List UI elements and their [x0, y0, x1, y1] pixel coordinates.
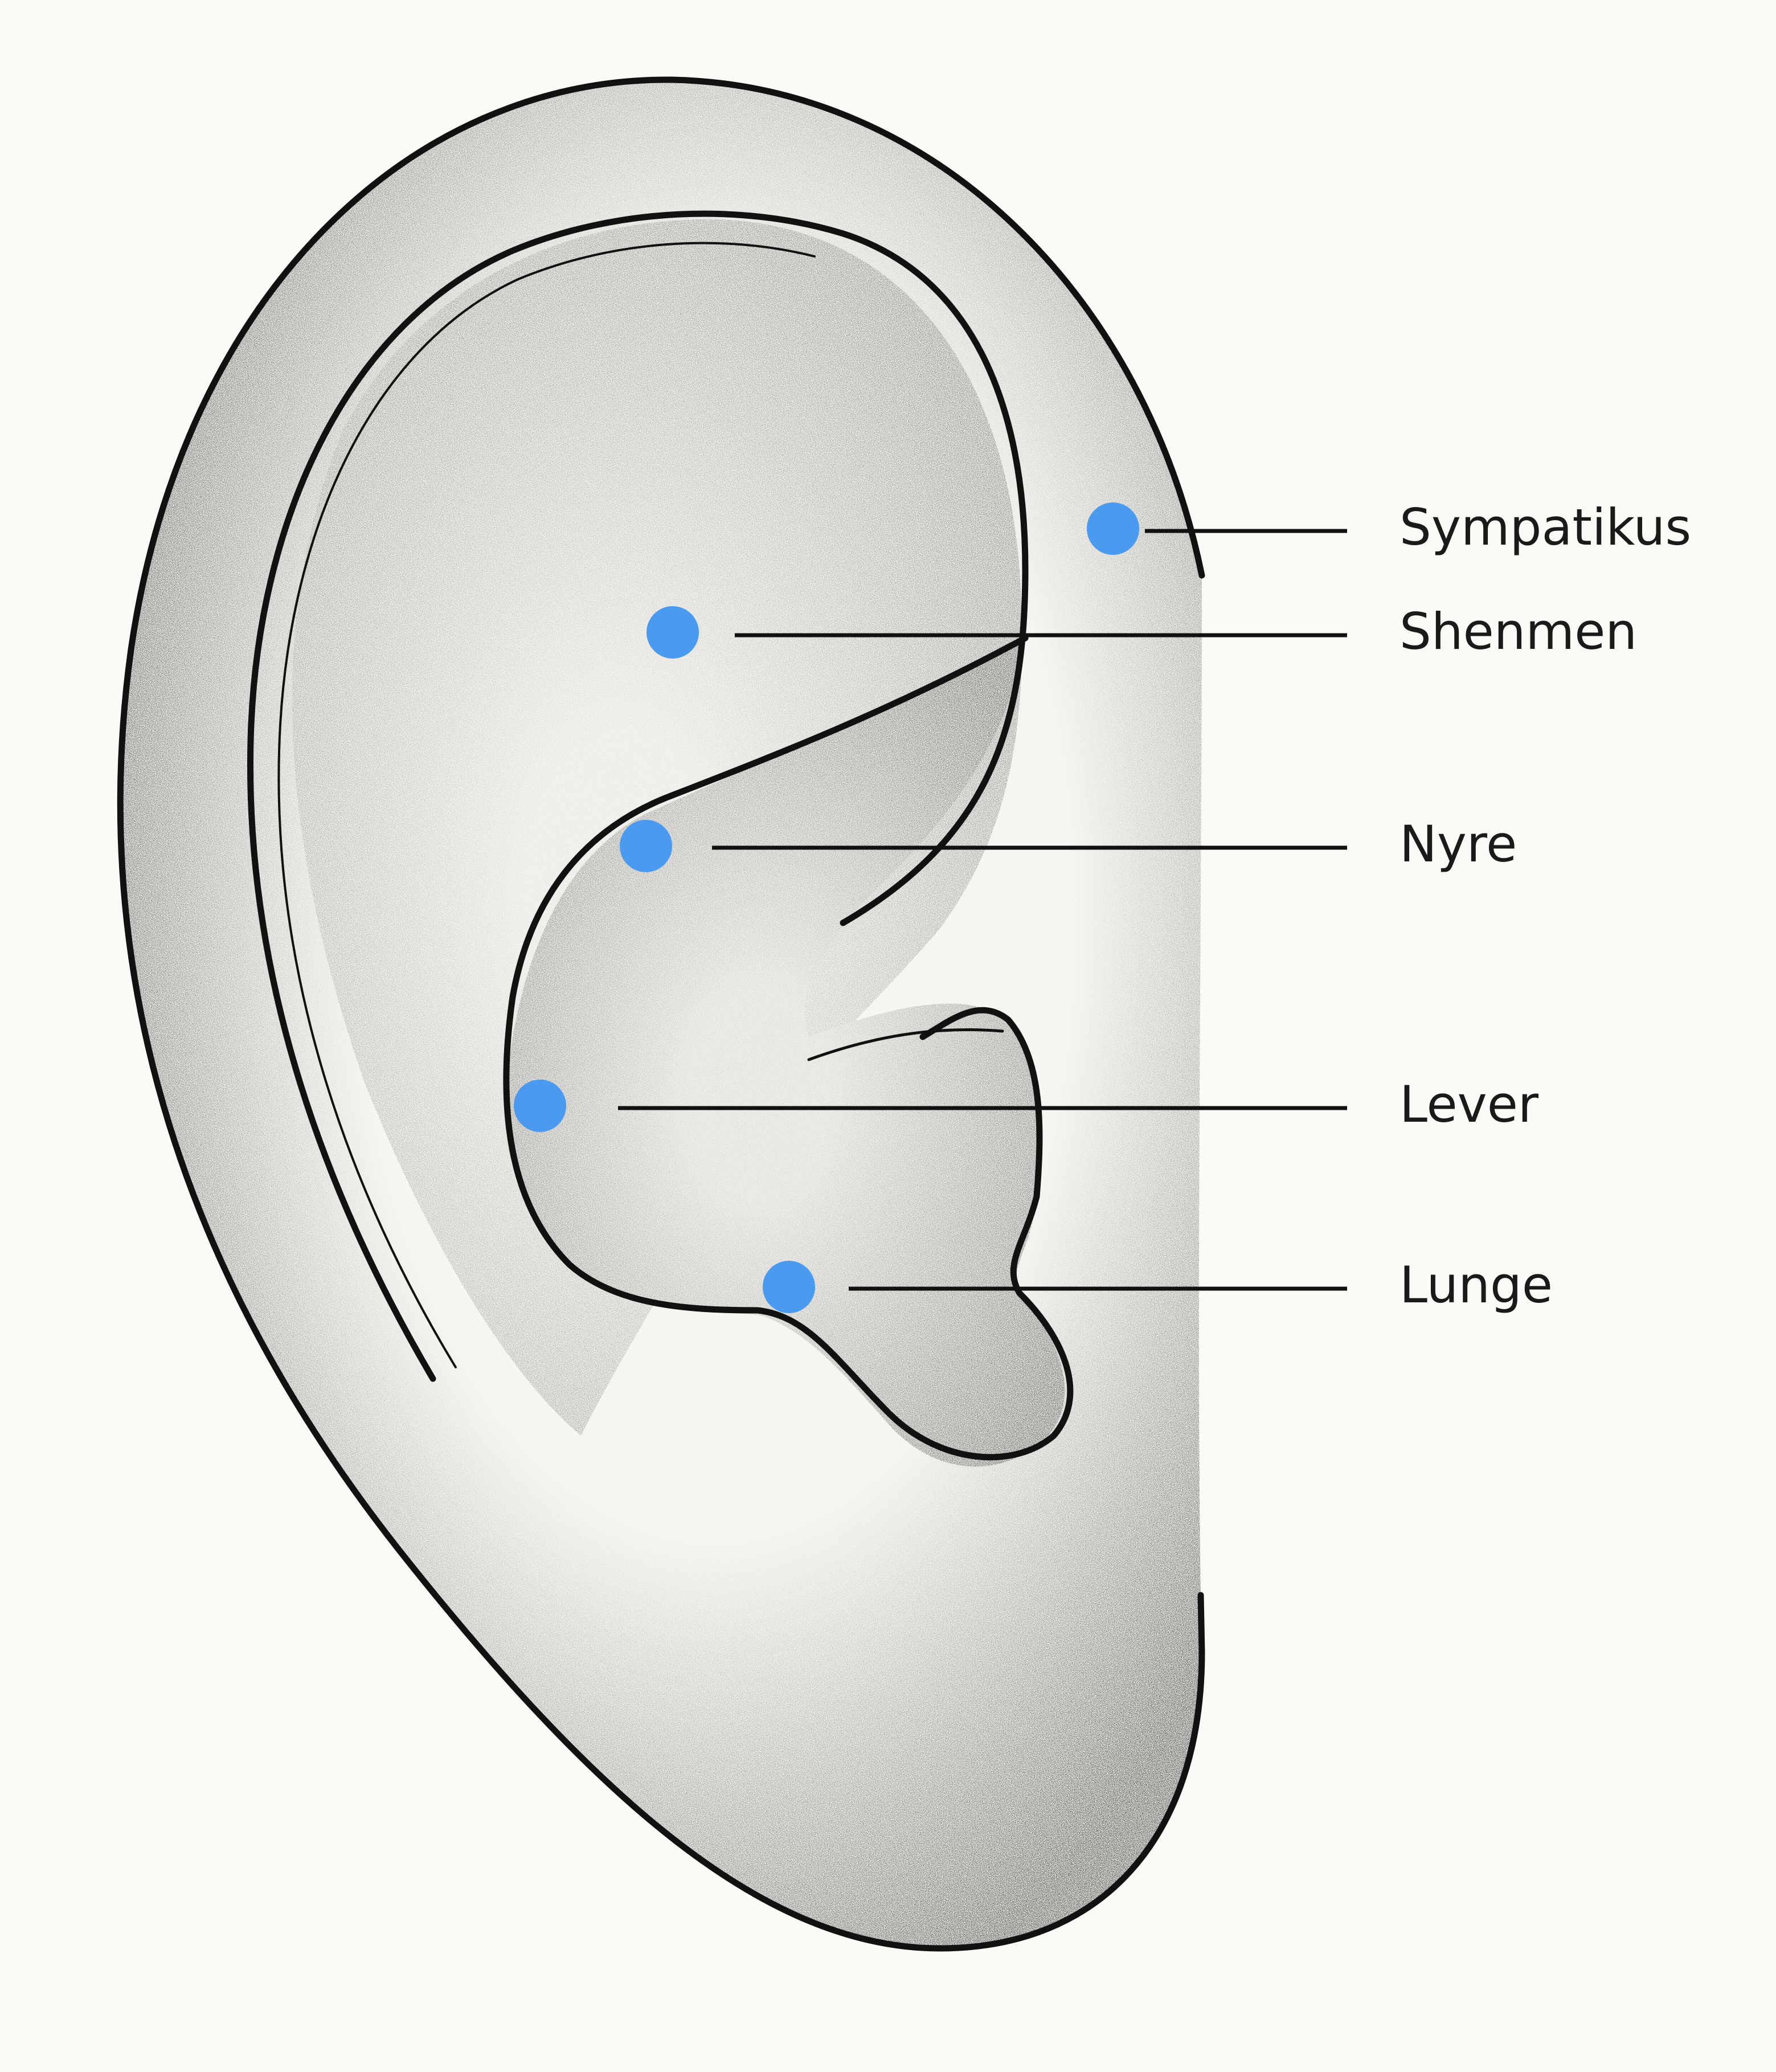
point-marker-lever[interactable] [514, 1080, 566, 1132]
point-marker-nyre[interactable] [620, 820, 672, 872]
point-label-shenmen: Shenmen [1399, 602, 1637, 661]
ear-helix-inner-outline-thin [277, 242, 816, 1368]
ear-illustration [117, 76, 1205, 1952]
point-label-lunge: Lunge [1399, 1256, 1553, 1314]
ear-outer-outline [117, 76, 1205, 1952]
ear-helix-inner-outline [247, 210, 1029, 1382]
point-label-sympatikus: Sympatikus [1399, 498, 1691, 557]
point-marker-sympatikus[interactable] [1087, 502, 1139, 555]
point-label-nyre: Nyre [1399, 815, 1517, 873]
point-marker-shenmen[interactable] [646, 606, 699, 659]
acupuncture-points: Sympatikus Shenmen Nyre Lever Lunge [514, 498, 1691, 1314]
ear-tragus-fold [807, 1028, 1004, 1061]
point-marker-lunge[interactable] [763, 1261, 815, 1313]
ear-crus-outline [503, 635, 1074, 1461]
point-label-lever: Lever [1399, 1075, 1539, 1134]
